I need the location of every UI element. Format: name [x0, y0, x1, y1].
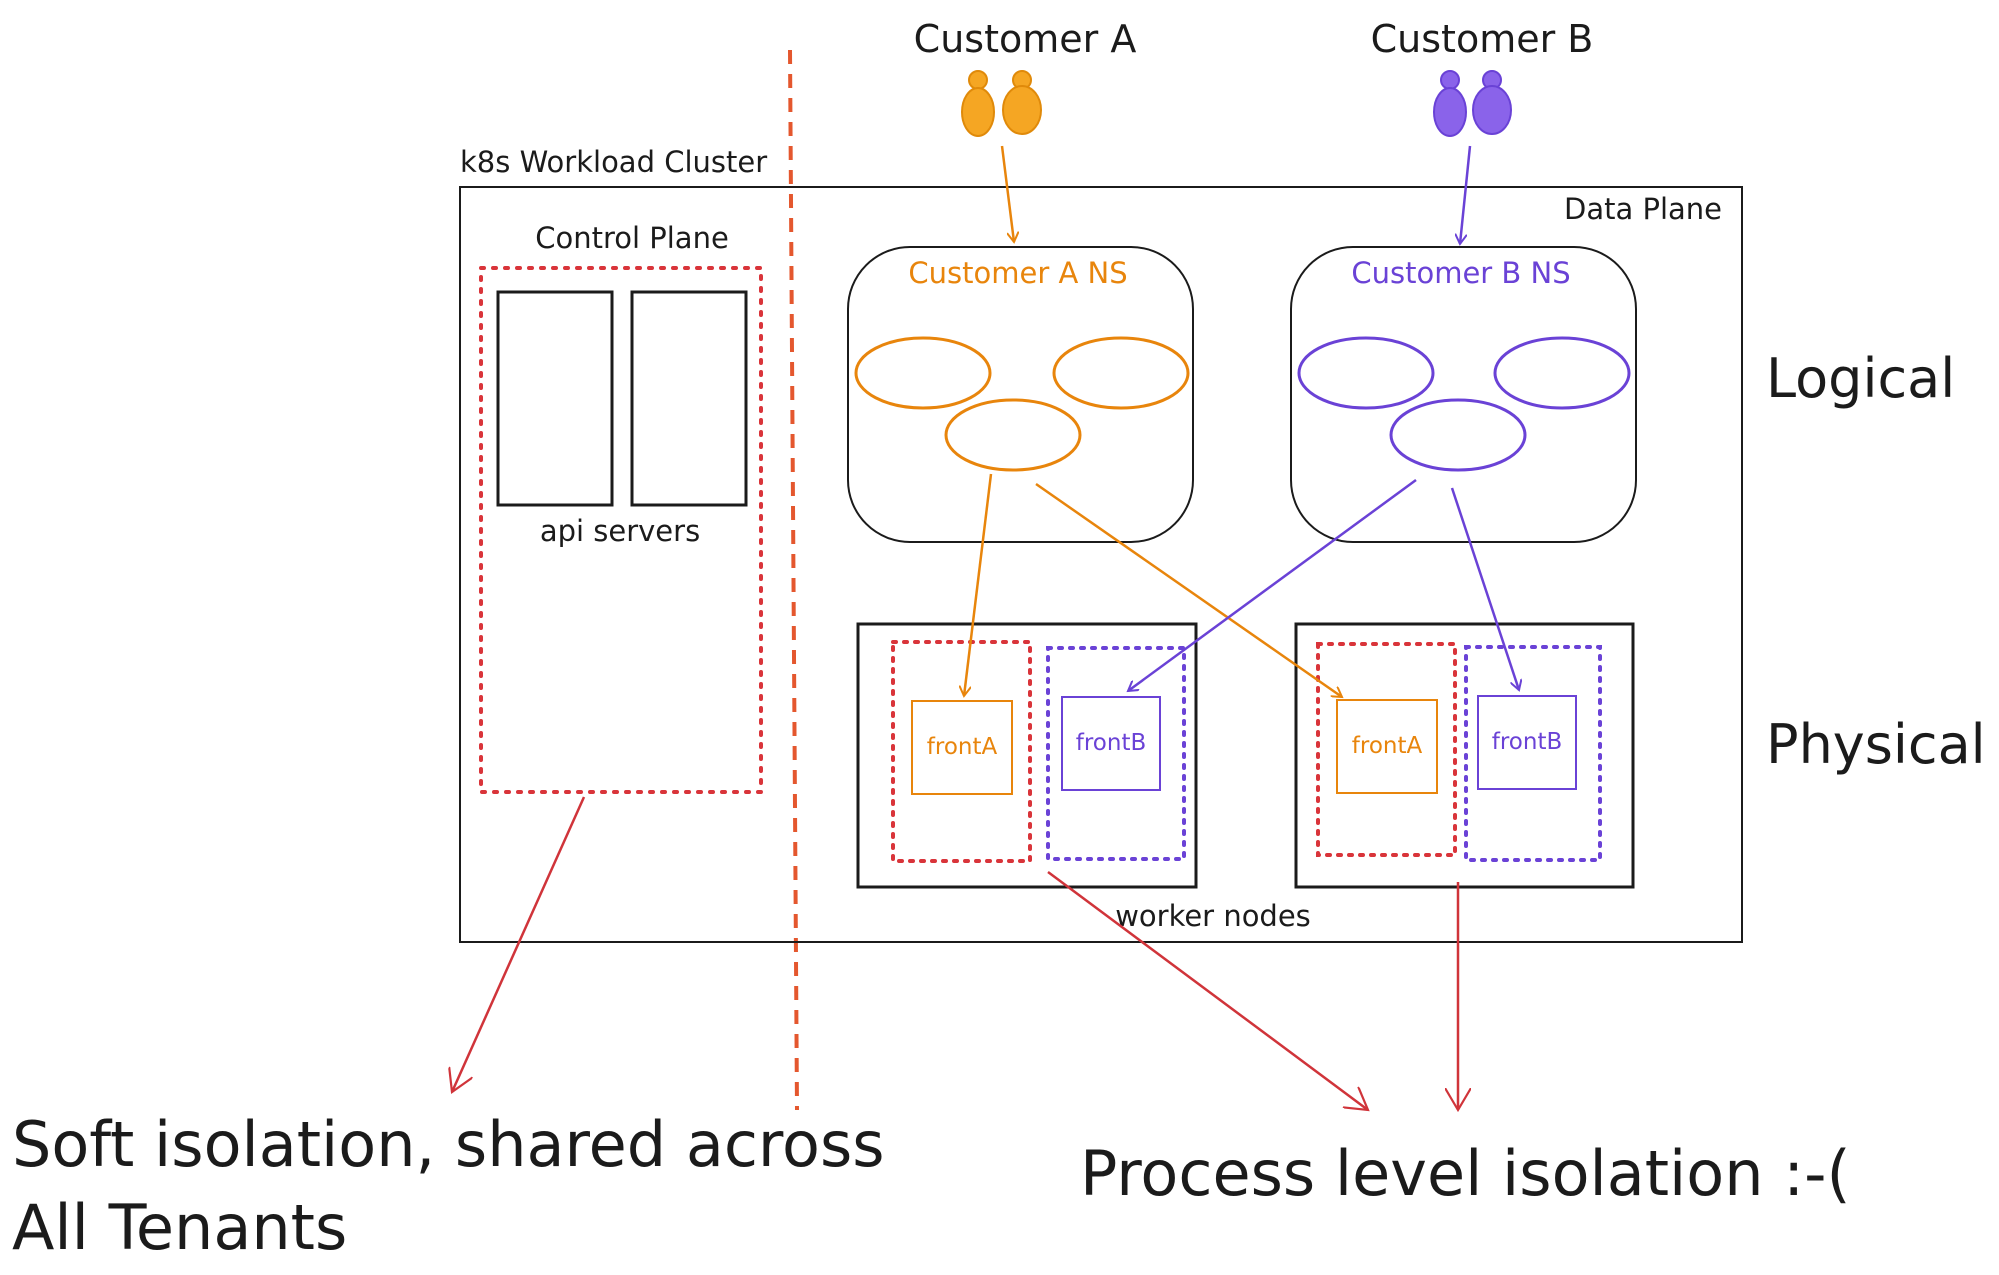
api-server-box — [496, 290, 614, 507]
node1-customer-b-sandbox — [1046, 646, 1186, 861]
node2-frontB-label: frontB — [1492, 729, 1563, 755]
node2-customer-b-sandbox — [1464, 645, 1602, 862]
control-plane-label: Control Plane — [535, 221, 729, 255]
customer-a-workload — [854, 336, 992, 410]
worker-node-1 — [856, 622, 1198, 889]
ns-a-to-node1-frontA-arrow — [964, 473, 993, 696]
node2-frontB-pod — [1477, 695, 1577, 790]
ns-a-to-node2-frontA-arrow — [1035, 482, 1342, 697]
worker-node-2 — [1294, 622, 1635, 889]
process-isolation-text: Process level isolation :-( — [1080, 1137, 1851, 1210]
customer-b-workload — [1297, 336, 1435, 410]
customer-b-ns-label: Customer B NS — [1351, 256, 1570, 290]
node1-frontA-pod — [911, 700, 1013, 795]
customer-a-workload — [944, 398, 1082, 472]
cluster-box — [459, 186, 1743, 943]
node2-customer-a-sandbox — [1316, 642, 1457, 857]
customer-b-people-icon — [1433, 70, 1512, 137]
customer-a-label: Customer A — [914, 17, 1137, 61]
logical-label: Logical — [1766, 347, 1955, 410]
physical-label: Physical — [1766, 713, 1986, 776]
cluster-title: k8s Workload Cluster — [460, 145, 767, 179]
customer-a-to-ns-arrow — [1000, 145, 1014, 242]
customer-b-to-ns-arrow — [1460, 145, 1472, 244]
customer-b-workload — [1389, 398, 1527, 472]
control-plane-annotation-arrow — [452, 796, 586, 1092]
control-plane-dotted-box — [479, 266, 763, 794]
node1-frontB-label: frontB — [1076, 730, 1147, 756]
customer-b-namespace — [1290, 246, 1637, 543]
data-plane-label: Data Plane — [1564, 192, 1722, 226]
customer-a-people-icon — [961, 70, 1042, 137]
soft-isolation-text-line1: Soft isolation, shared across — [12, 1108, 885, 1181]
ns-b-to-node1-frontB-arrow — [1128, 478, 1417, 691]
node2-frontA-pod — [1336, 699, 1438, 794]
api-server-box — [630, 290, 748, 507]
separator-line — [788, 49, 799, 1111]
node2-frontA-label: frontA — [1352, 733, 1423, 759]
soft-isolation-text-line2: All Tenants — [12, 1191, 347, 1264]
api-servers-label: api servers — [540, 514, 700, 548]
customer-a-workload — [1052, 336, 1190, 410]
node1-customer-a-sandbox — [891, 640, 1032, 863]
ns-b-to-node2-frontB-arrow — [1450, 487, 1519, 690]
customer-a-ns-label: Customer A NS — [908, 256, 1127, 290]
node1-frontB-pod — [1061, 696, 1161, 791]
node1-frontA-label: frontA — [927, 734, 998, 760]
customer-b-workload — [1493, 336, 1631, 410]
customer-a-namespace — [847, 246, 1194, 543]
customer-b-label: Customer B — [1371, 17, 1594, 61]
node1-annotation-arrow — [1047, 870, 1368, 1110]
worker-nodes-label: worker nodes — [1115, 899, 1311, 933]
